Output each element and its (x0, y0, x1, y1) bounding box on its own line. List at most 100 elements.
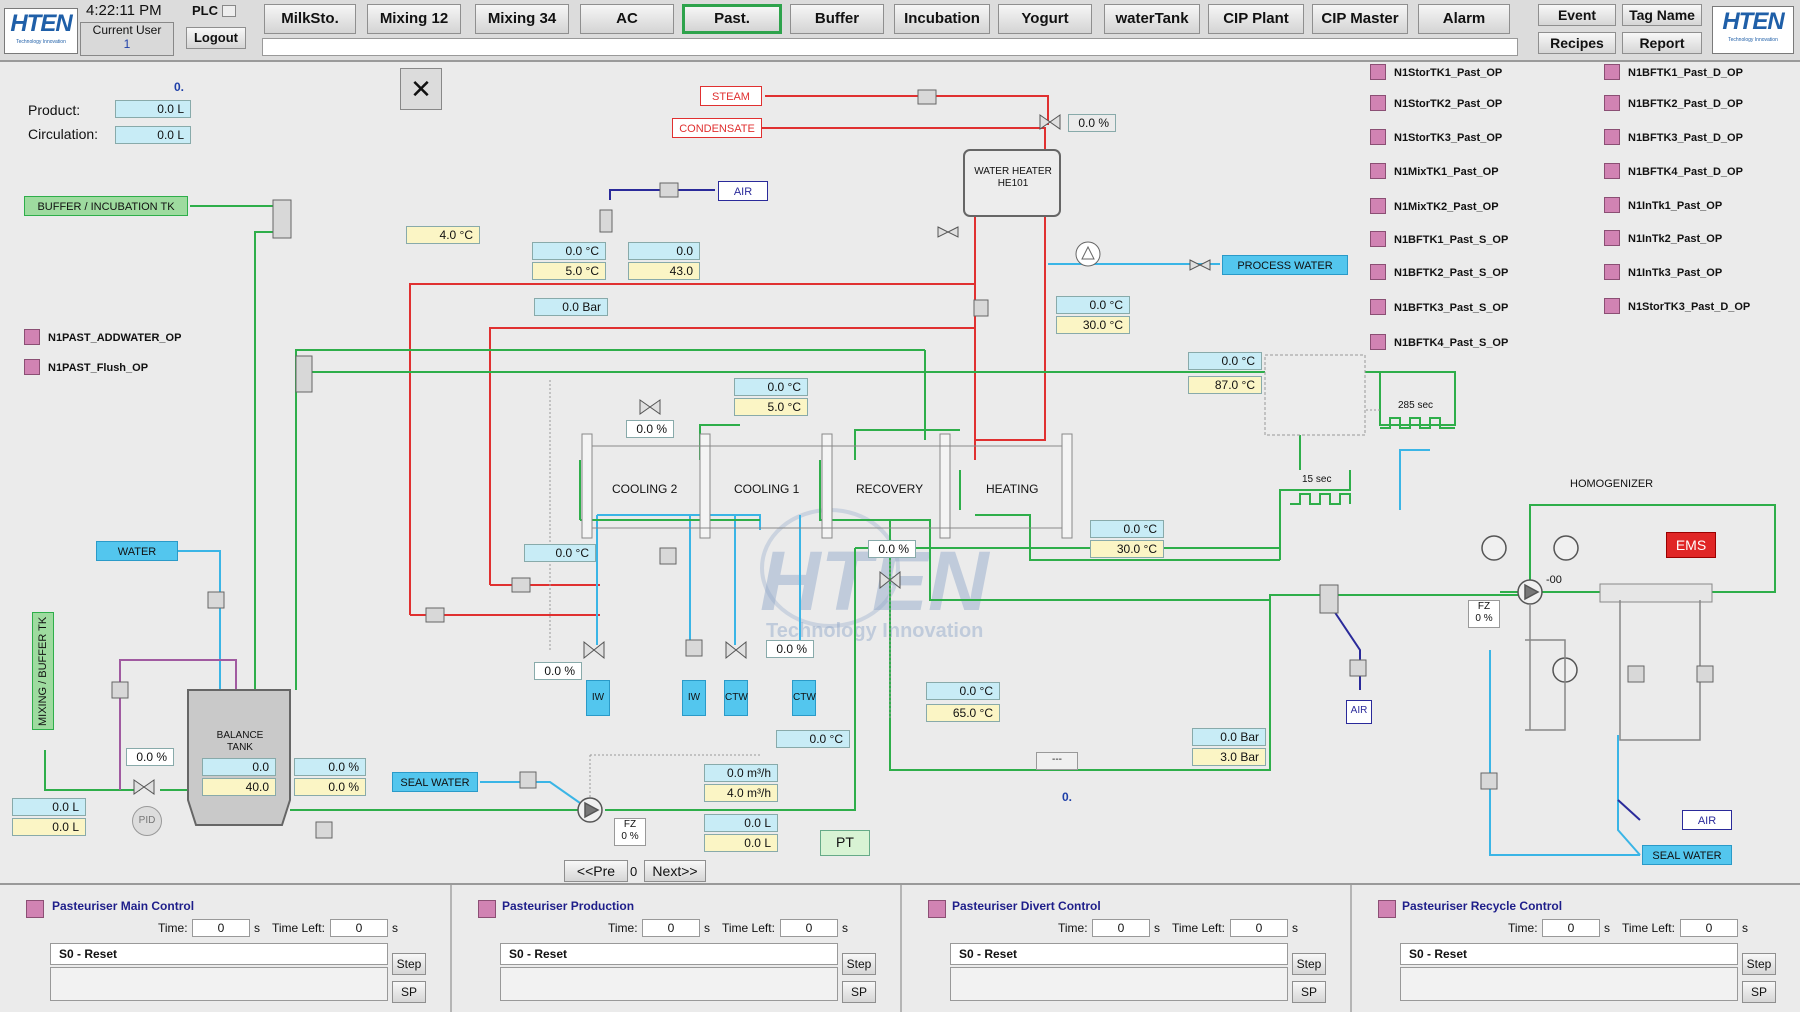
fz-pct: 0 % (621, 831, 639, 842)
nav-cip-master[interactable]: CIP Master (1312, 4, 1408, 34)
tag-stortk3[interactable]: N1StorTK3_Past_OP (1370, 126, 1502, 150)
seal-water-tag-right: SEAL WATER (1642, 845, 1732, 865)
nav-ac[interactable]: AC (580, 4, 674, 34)
next-page-button[interactable]: Next>> (644, 860, 706, 882)
nav-buffer[interactable]: Buffer (790, 4, 884, 34)
tag-addwater[interactable]: N1PAST_ADDWATER_OP (24, 326, 181, 350)
balance-tank-label: BALANCE TANK (216, 730, 264, 753)
tag-bftk2-d[interactable]: N1BFTK2_Past_D_OP (1604, 92, 1743, 116)
tag-label: N1BFTK2_Past_S_OP (1394, 267, 1509, 279)
bt-pct-b: 0.0 % (294, 778, 366, 796)
sp-button[interactable]: SP (1742, 981, 1776, 1003)
tag-label: N1MixTK1_Past_OP (1394, 166, 1499, 178)
pid-icon[interactable]: PID (132, 806, 162, 836)
homogenizer-unit (1599, 583, 1713, 603)
heating-label: HEATING (986, 482, 1039, 496)
panel-status-square[interactable] (928, 900, 946, 918)
tag-bftk1-d[interactable]: N1BFTK1_Past_D_OP (1604, 61, 1743, 85)
time-left-label: Time Left: (272, 921, 325, 935)
tag-bftk1-s[interactable]: N1BFTK1_Past_S_OP (1370, 228, 1508, 252)
panel-status-square[interactable] (26, 900, 44, 918)
nav-watertank[interactable]: waterTank (1104, 4, 1200, 34)
tag-intk1[interactable]: N1InTk1_Past_OP (1604, 194, 1722, 218)
tag-intk3[interactable]: N1InTk3_Past_OP (1604, 261, 1722, 285)
logout-button[interactable]: Logout (186, 27, 246, 49)
cooling1-label: COOLING 1 (734, 482, 800, 496)
top-bar: HTEN Technology Innovation 4:22:11 PM PL… (0, 0, 1800, 62)
pt-button[interactable]: PT (820, 830, 870, 856)
time-left-label: Time Left: (722, 921, 775, 935)
report-button[interactable]: Report (1622, 32, 1702, 54)
tag-label: N1BFTK3_Past_D_OP (1628, 132, 1743, 144)
panel-status-square[interactable] (1378, 900, 1396, 918)
time-left-unit: s (1292, 921, 1298, 935)
tag-label: N1BFTK1_Past_S_OP (1394, 234, 1509, 246)
t-air-top: 4.0 °C (406, 226, 480, 244)
tag-flush[interactable]: N1PAST_Flush_OP (24, 356, 148, 380)
tag-bftk2-s[interactable]: N1BFTK2_Past_S_OP (1370, 261, 1508, 285)
step-display: S0 - Reset (950, 943, 1288, 965)
tag-square (1370, 95, 1386, 112)
process-diagram: HTEN Technology Innovation (44, 89, 1776, 856)
iw-tank-1: IW (586, 680, 610, 716)
t1a: 0.0 °C (532, 242, 606, 260)
tag-label: N1BFTK4_Past_S_OP (1394, 337, 1509, 349)
tag-stortk3-d[interactable]: N1StorTK3_Past_D_OP (1604, 295, 1750, 319)
ctw-valve-pct: 0.0 % (766, 640, 814, 658)
tag-intk2[interactable]: N1InTk2_Past_OP (1604, 227, 1722, 251)
hold-285-label: 285 sec (1398, 400, 1434, 411)
t-mid: 0.0 °C (776, 730, 850, 748)
tag-name-button[interactable]: Tag Name (1622, 4, 1702, 26)
sp-button[interactable]: SP (392, 981, 426, 1003)
logo-subtext: Technology Innovation (16, 39, 66, 45)
step-button[interactable]: Step (1292, 953, 1326, 975)
fz-label: FZ (623, 819, 637, 830)
tag-square (1604, 264, 1620, 281)
tag-stortk2[interactable]: N1StorTK2_Past_OP (1370, 92, 1502, 116)
tag-square (24, 359, 40, 376)
sp-button[interactable]: SP (842, 981, 876, 1003)
tag-label: N1StorTK1_Past_OP (1394, 67, 1503, 79)
tag-bftk4-d[interactable]: N1BFTK4_Past_D_OP (1604, 160, 1743, 184)
fz-pct: 0 % (1475, 613, 1493, 624)
nav-alarm[interactable]: Alarm (1418, 4, 1510, 34)
iw-tank-2: IW (682, 680, 706, 716)
step-button[interactable]: Step (392, 953, 426, 975)
prev-page-button[interactable]: <<Pre (564, 860, 628, 882)
tag-mixtk2[interactable]: N1MixTK2_Past_OP (1370, 195, 1499, 219)
hw-t-b: 30.0 °C (1056, 316, 1130, 334)
mute-icon[interactable]: ✕ (400, 68, 442, 110)
inlet-valve-pct: 0.0 % (126, 748, 174, 766)
nav-mixing-12[interactable]: Mixing 12 (367, 4, 461, 34)
ems-button[interactable]: EMS (1666, 532, 1716, 558)
nav-past[interactable]: Past. (682, 4, 782, 34)
nav-mixing-34[interactable]: Mixing 34 (475, 4, 569, 34)
tag-stortk1[interactable]: N1StorTK1_Past_OP (1370, 61, 1502, 85)
time-left-field: 0 (1680, 919, 1738, 937)
step-description-area (50, 967, 388, 1001)
tag-bftk3-d[interactable]: N1BFTK3_Past_D_OP (1604, 126, 1743, 150)
recovery-label: RECOVERY (856, 482, 924, 496)
air-tag-right: AIR (1682, 810, 1732, 830)
nav-milksto[interactable]: MilkSto. (264, 4, 356, 34)
nav-yogurt[interactable]: Yogurt (998, 4, 1092, 34)
time-left-unit: s (1742, 921, 1748, 935)
step-button[interactable]: Step (842, 953, 876, 975)
step-button[interactable]: Step (1742, 953, 1776, 975)
event-button[interactable]: Event (1538, 4, 1616, 26)
sp-button[interactable]: SP (1292, 981, 1326, 1003)
panel-status-square[interactable] (478, 900, 496, 918)
nav-cip-plant[interactable]: CIP Plant (1208, 4, 1304, 34)
hten-logo-left: HTEN Technology Innovation (4, 8, 78, 54)
tag-bftk4-s[interactable]: N1BFTK4_Past_S_OP (1370, 331, 1508, 355)
holding-tube-15 (1290, 493, 1351, 505)
pressure1: 0.0 Bar (534, 298, 608, 316)
mixing-buffer-tag: MIXING / BUFFER TK (32, 612, 54, 730)
recipes-button[interactable]: Recipes (1538, 32, 1616, 54)
tag-bftk3-s[interactable]: N1BFTK3_Past_S_OP (1370, 296, 1508, 320)
nav-incubation[interactable]: Incubation (894, 4, 990, 34)
plate-exchanger (581, 433, 1073, 539)
tag-mixtk1[interactable]: N1MixTK1_Past_OP (1370, 160, 1499, 184)
flow-b: 4.0 m³/h (704, 784, 778, 802)
product-label: Product: (28, 102, 81, 118)
